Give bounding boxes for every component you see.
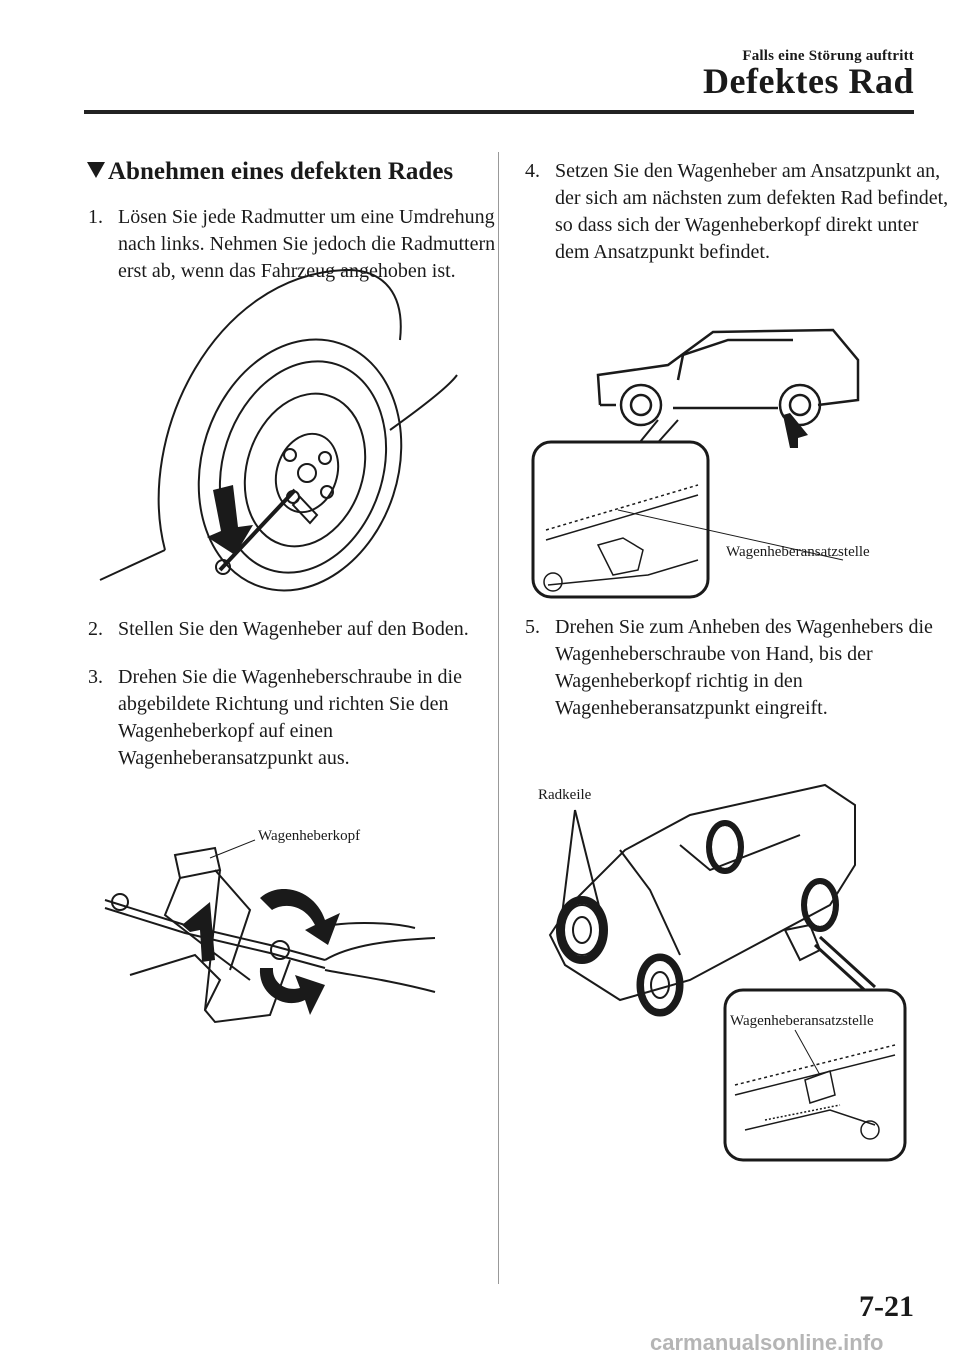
step-1: 1. Lösen Sie jede Radmutter um eine Umdre… xyxy=(88,204,513,285)
wheel-chocks-callout: Radkeile xyxy=(538,787,592,803)
step-number: 2. xyxy=(88,618,103,640)
triangle-down-icon xyxy=(86,158,106,186)
step-text: Drehen Sie die Wagenheberschraube in die… xyxy=(118,666,462,769)
section-heading-text: Abnehmen eines defekten Rades xyxy=(108,158,454,185)
step-2: 2. Stellen Sie den Wagenheber auf den Bod… xyxy=(88,616,513,643)
jack-point-callout-lift: Wagenheberansatzstelle xyxy=(730,1013,874,1029)
page-number: 7-21 xyxy=(859,1290,914,1323)
step-text: Drehen Sie zum Anheben des Wagenhebers d… xyxy=(555,616,933,719)
wheel-lug-wrench-illustration xyxy=(99,268,458,592)
header-section-label: Falls eine Störung auftritt xyxy=(742,48,914,64)
jack-point-callout-side: Wagenheberansatzstelle xyxy=(726,544,870,560)
watermark: carmanualsonline.info xyxy=(650,1330,884,1355)
step-text: Setzen Sie den Wagenheber am Ansatzpunkt… xyxy=(555,160,949,263)
scissor-jack-illustration: Wagenheberkopf xyxy=(104,828,436,1024)
step-4: 4. Setzen Sie den Wagenheber am Ansatzpun… xyxy=(525,158,950,266)
car-side-jack-point-illustration: Wagenheberansatzstelle xyxy=(531,328,870,599)
step-text: Stellen Sie den Wagenheber auf den Boden… xyxy=(118,618,469,640)
header-rule xyxy=(84,110,914,114)
step-3: 3. Drehen Sie die Wagenheberschraube in d… xyxy=(88,664,513,772)
step-number: 5. xyxy=(525,616,540,638)
column-divider xyxy=(498,152,499,1284)
step-text: Lösen Sie jede Radmutter um eine Umdrehu… xyxy=(118,206,496,282)
step-number: 4. xyxy=(525,160,540,182)
step-number: 1. xyxy=(88,206,103,228)
car-lift-chocks-illustration: Radkeile Wagenheberansatzstelle xyxy=(538,783,907,1162)
section-heading: Abnehmen eines defekten Rades xyxy=(86,158,453,186)
step-number: 3. xyxy=(88,666,103,688)
jack-head-callout: Wagenheberkopf xyxy=(258,828,360,844)
page-title: Defektes Rad xyxy=(703,61,914,101)
step-5: 5. Drehen Sie zum Anheben des Wagenhebers… xyxy=(525,614,950,722)
